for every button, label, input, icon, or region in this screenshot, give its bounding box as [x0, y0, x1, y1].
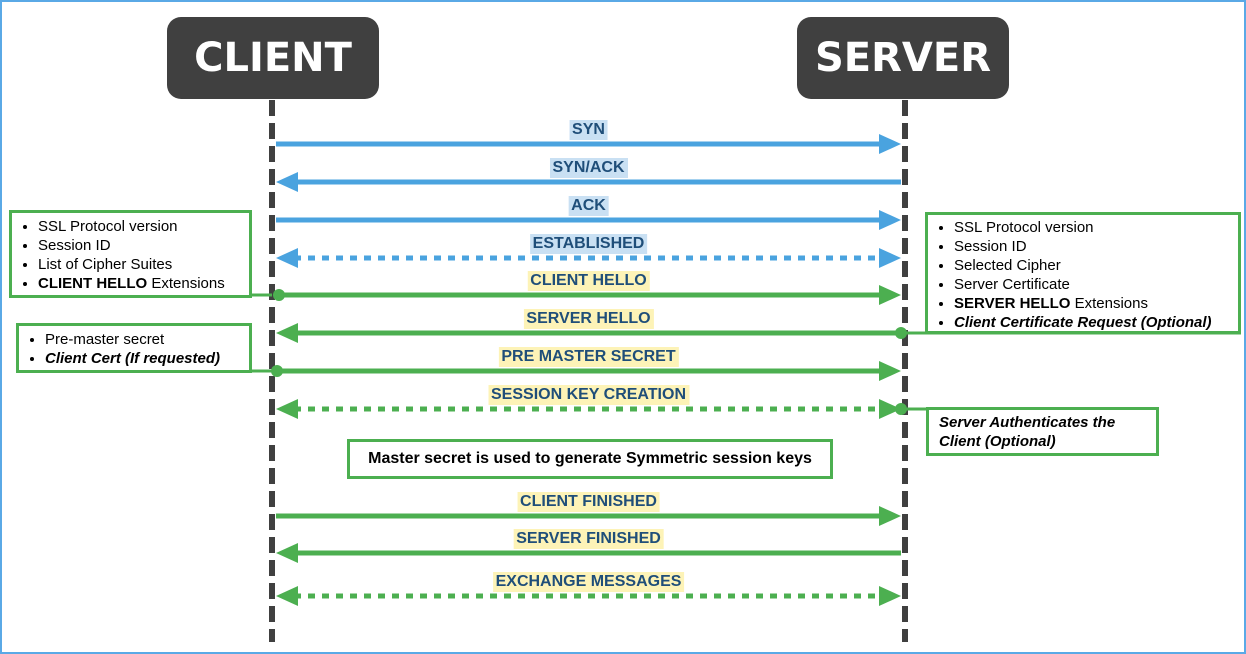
- client-hello-label: CLIENT HELLO: [527, 271, 650, 291]
- server-hello-note-item: SERVER HELLO Extensions: [954, 294, 1238, 313]
- server-auth-note: Server Authenticates the Client (Optiona…: [926, 407, 1159, 456]
- pre-master-secret-arrow: [276, 361, 901, 381]
- syn-ack-arrow: [276, 172, 901, 192]
- session-key-creation-label: SESSION KEY CREATION: [488, 385, 689, 405]
- client-hello-note: SSL Protocol versionSession IDList of Ci…: [9, 210, 252, 298]
- server-hello-label: SERVER HELLO: [523, 309, 654, 329]
- pre-master-list: Pre-master secretClient Cert (If request…: [19, 330, 249, 368]
- client-label: CLIENT: [194, 35, 352, 81]
- client-finished-arrow: [276, 506, 901, 526]
- symmetric-keys-text: Master secret is used to generate Symmet…: [368, 450, 812, 467]
- server-hello-note-item: SSL Protocol version: [954, 218, 1238, 237]
- server-hello-arrow: [276, 323, 901, 343]
- server-hello-note: SSL Protocol versionSession IDSelected C…: [925, 212, 1241, 334]
- server-label: SERVER: [814, 35, 991, 81]
- client-finished-label: CLIENT FINISHED: [517, 492, 660, 512]
- exchange-messages-label: EXCHANGE MESSAGES: [492, 572, 685, 592]
- client-hello-note-item: SSL Protocol version: [38, 217, 249, 236]
- syn-ack-label: SYN/ACK: [549, 158, 628, 178]
- client-hello-list: SSL Protocol versionSession IDList of Ci…: [12, 217, 249, 293]
- client-hello-note-item: List of Cipher Suites: [38, 255, 249, 274]
- pre-master-connector: [252, 365, 283, 377]
- established-label: ESTABLISHED: [529, 234, 648, 254]
- server-hello-list: SSL Protocol versionSession IDSelected C…: [928, 218, 1238, 332]
- ack-label: ACK: [568, 196, 609, 216]
- client-hello-arrow: [276, 285, 901, 305]
- server-auth-connector: [895, 403, 926, 415]
- symmetric-keys-note: Master secret is used to generate Symmet…: [347, 439, 833, 479]
- server-hello-note-item: Session ID: [954, 237, 1238, 256]
- server-finished-label: SERVER FINISHED: [513, 529, 664, 549]
- pre-master-note-item: Pre-master secret: [45, 330, 249, 349]
- server-hello-note-item: Client Certificate Request (Optional): [954, 313, 1238, 332]
- ack-arrow: [276, 210, 901, 230]
- exchange-messages-arrow: [276, 586, 901, 606]
- pre-master-note: Pre-master secretClient Cert (If request…: [16, 323, 252, 373]
- server-finished-arrow: [276, 543, 901, 563]
- client-actor: CLIENT: [167, 17, 379, 99]
- syn-arrow: [276, 134, 901, 154]
- server-actor: SERVER: [797, 17, 1009, 99]
- server-auth-text: Server Authenticates the Client (Optiona…: [939, 414, 1116, 450]
- session-key-creation-arrow: [276, 399, 901, 419]
- client-hello-connector: [252, 289, 285, 301]
- server-hello-note-item: Selected Cipher: [954, 256, 1238, 275]
- pre-master-secret-label: PRE MASTER SECRET: [498, 347, 679, 367]
- established-arrow: [276, 248, 901, 268]
- pre-master-note-item: Client Cert (If requested): [45, 349, 249, 368]
- client-hello-note-item: Session ID: [38, 236, 249, 255]
- server-hello-note-item: Server Certificate: [954, 275, 1238, 294]
- syn-label: SYN: [569, 120, 608, 140]
- client-hello-note-item: CLIENT HELLO Extensions: [38, 274, 249, 293]
